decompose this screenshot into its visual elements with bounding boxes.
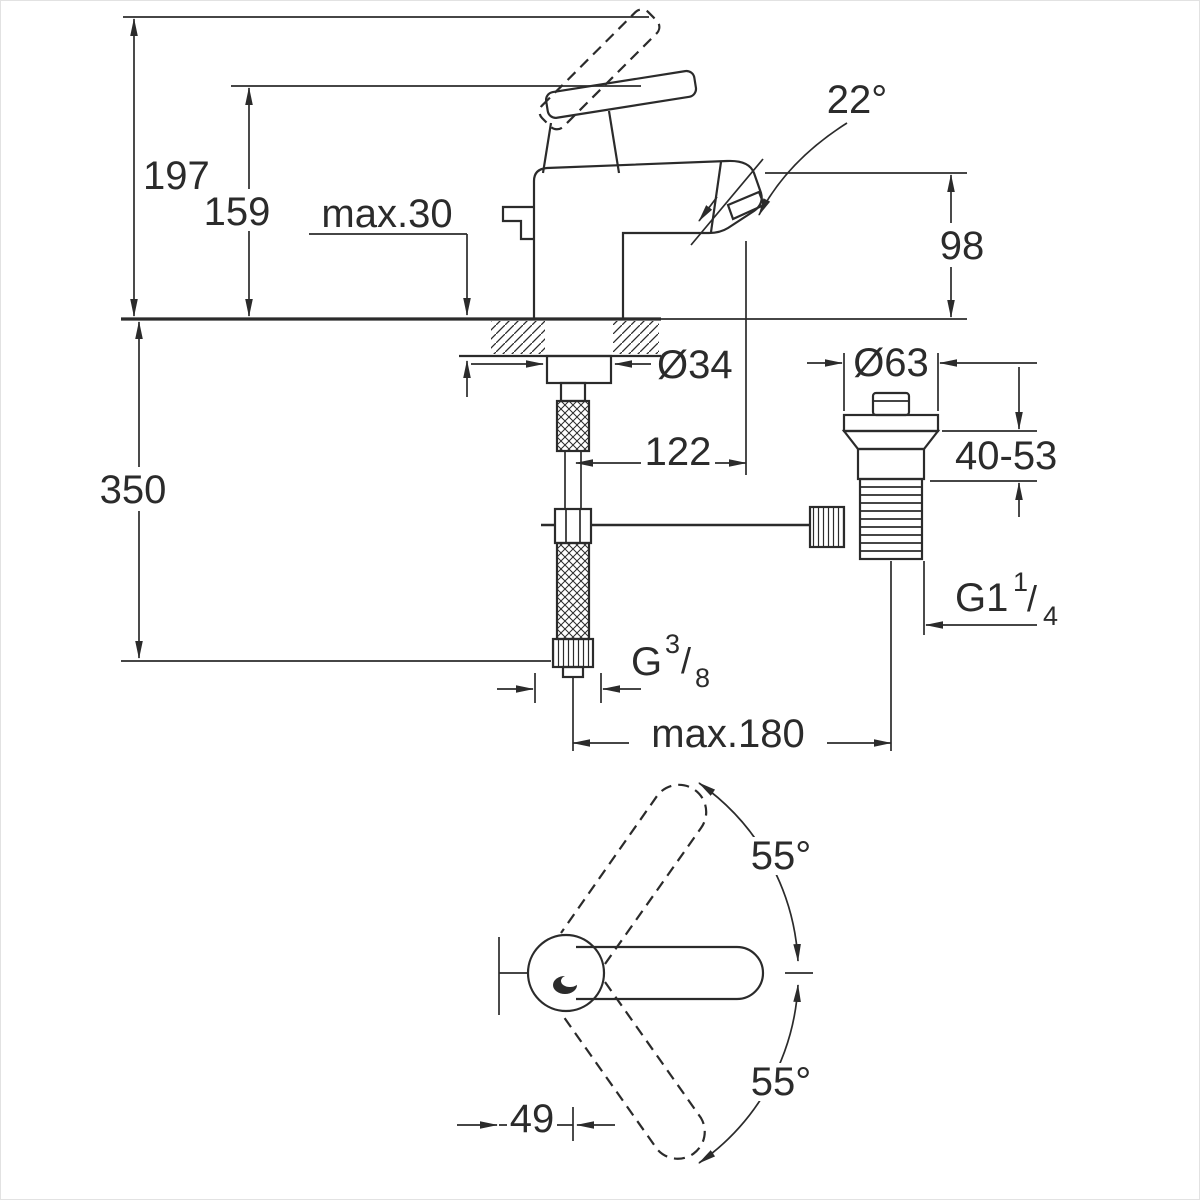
- dim-g114-slash: /: [1027, 578, 1037, 619]
- lever-dashed-down: [560, 981, 706, 1160]
- dim-350: 350: [96, 321, 551, 662]
- dim-40-53-label: 40-53: [955, 434, 1057, 478]
- dim-159: 159: [204, 87, 271, 317]
- dim-49-label: 49: [510, 1097, 555, 1141]
- dim-49: 49: [457, 1095, 615, 1141]
- hose-end-nut: [551, 637, 595, 669]
- drain-body: [856, 447, 926, 481]
- dim-max180-label: max.180: [651, 712, 804, 756]
- dim-dia63-label: Ø63: [853, 341, 929, 385]
- pop-up-rod-fitting: [553, 507, 593, 545]
- spout-outlet-dot-highlight: [561, 975, 579, 987]
- drain-plug-knob: [871, 391, 911, 417]
- dim-98-label: 98: [940, 224, 985, 268]
- faucet-body-outline: [532, 159, 763, 319]
- dim-g38-numerator: 3: [665, 629, 680, 659]
- dim-g38-slash: /: [681, 640, 691, 681]
- dim-122-label: 122: [645, 430, 712, 474]
- drain-taper: [841, 429, 941, 451]
- dim-98: 98: [765, 172, 989, 318]
- drain-knurled-knob: [808, 505, 846, 549]
- dim-max30-label: max.30: [321, 192, 452, 236]
- dim-55deg-top-label: 55°: [751, 834, 812, 878]
- handle-neck-right: [607, 110, 621, 174]
- dim-55deg-bottom-label: 55°: [751, 1060, 812, 1104]
- dim-197: 197: [130, 18, 210, 317]
- supply-hose-braided-upper: [555, 399, 591, 453]
- dim-350-label: 350: [100, 468, 167, 512]
- dim-22deg-label: 22°: [827, 78, 888, 122]
- dim-g114-base: G1: [955, 576, 1008, 620]
- lever-dashed-up: [560, 783, 708, 965]
- counter-hatch-left: [491, 321, 545, 354]
- handle-lever-solid: [544, 69, 698, 119]
- dim-dia34: Ø34: [471, 343, 733, 387]
- dim-55deg-top: 55°: [745, 834, 819, 878]
- drain-thread-lines: [860, 486, 922, 552]
- aerator-axis-line: [690, 158, 764, 246]
- dim-max180: max.180: [572, 561, 892, 756]
- handle-lever-raised-dashed: [538, 8, 661, 131]
- dim-g114-denominator: 4: [1043, 601, 1058, 631]
- counter-hatch-right: [613, 321, 659, 354]
- dim-40-53: 40-53: [930, 367, 1057, 517]
- shank-rod: [559, 381, 587, 403]
- dim-dia63: Ø63: [807, 341, 1037, 411]
- dim-159-label: 159: [204, 190, 271, 234]
- dim-max30: max.30: [309, 192, 471, 397]
- dim-22deg: 22°: [698, 78, 888, 222]
- supply-hose-braided-lower: [555, 541, 591, 641]
- front-view: [121, 8, 967, 679]
- drain-assembly: [808, 391, 941, 561]
- dim-g114: G1 1 / 4: [923, 561, 1058, 635]
- dim-g38: G 3 / 8: [497, 629, 710, 703]
- dim-g114-numerator: 1: [1013, 567, 1028, 597]
- dim-197-label: 197: [143, 154, 210, 198]
- body-side-notch: [501, 205, 534, 241]
- dim-g38-denominator: 8: [695, 663, 710, 693]
- shank-locknut: [545, 354, 613, 385]
- dim-55deg-bottom: 55°: [745, 1060, 819, 1104]
- dim-dia34-label: Ø34: [657, 343, 733, 387]
- drain-flange: [842, 413, 940, 433]
- dim-g38-base: G: [631, 640, 662, 684]
- hose-end-tail: [561, 665, 585, 679]
- dim-122: 122: [575, 241, 747, 475]
- handle-neck-left: [541, 122, 553, 174]
